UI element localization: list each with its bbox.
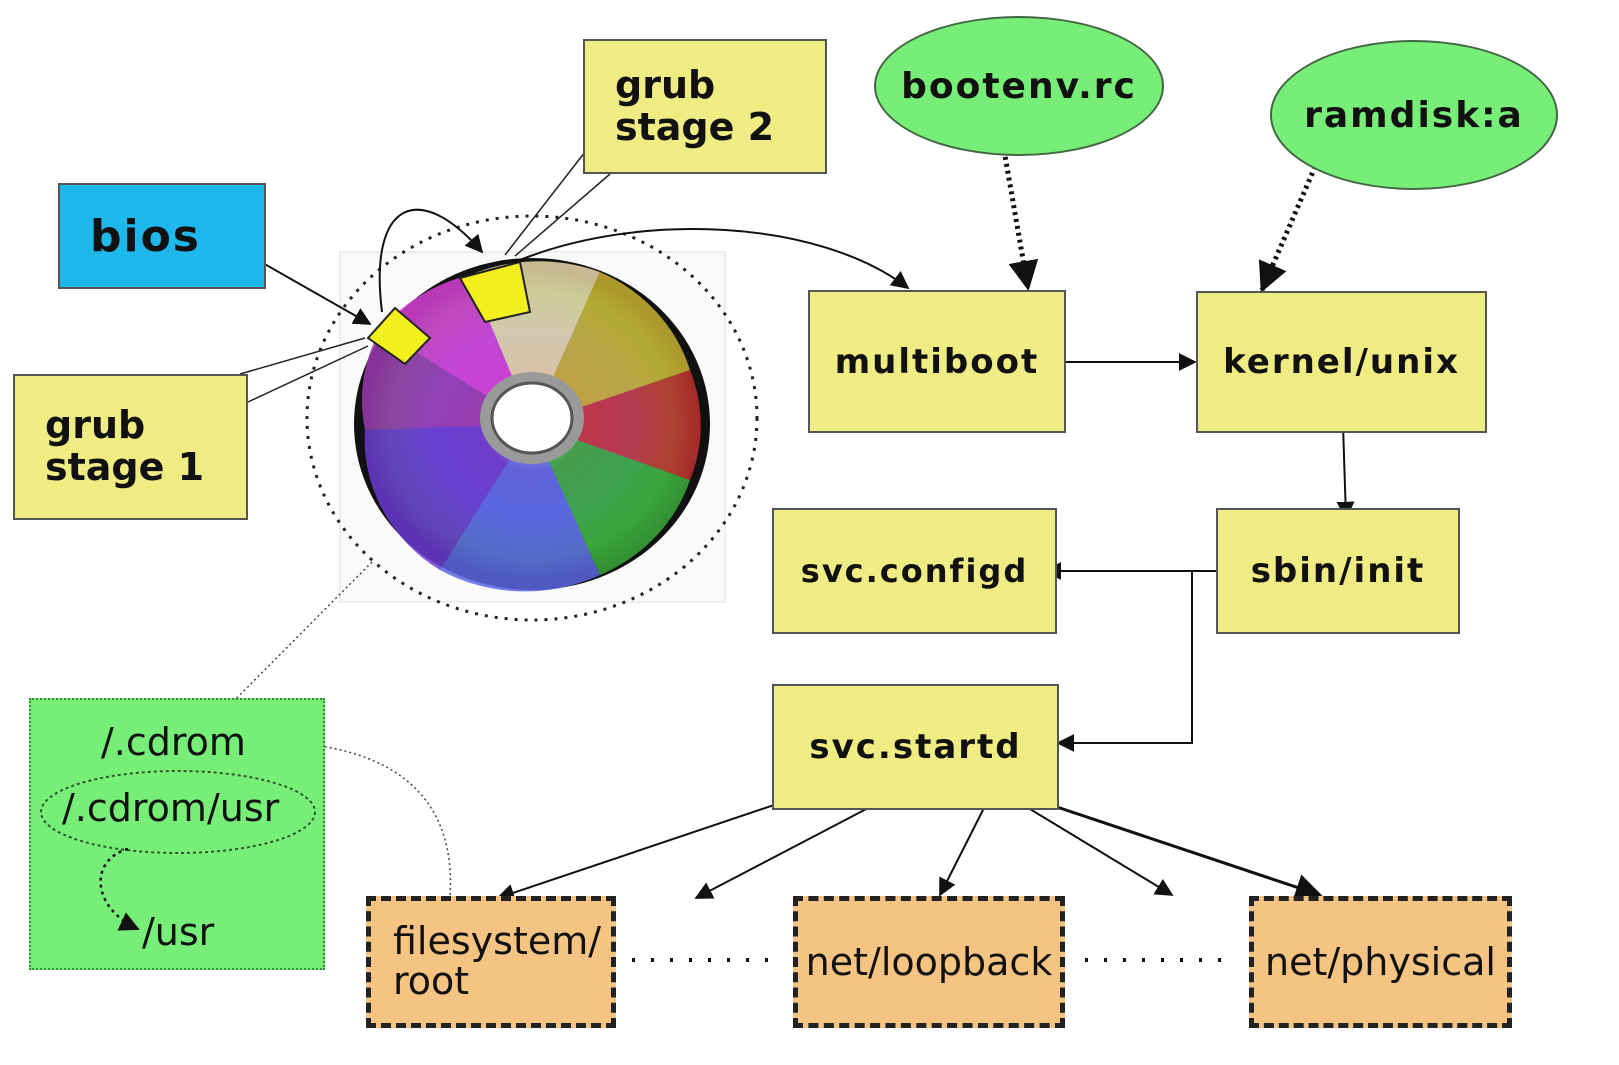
grub-stage2-line2: stage 2 — [615, 104, 775, 149]
net-loopback-label: net/loopback — [805, 940, 1053, 984]
usr-path: /usr — [142, 910, 215, 954]
svc-startd-box: svc.startd — [772, 684, 1059, 810]
net-physical-label: net/physical — [1265, 940, 1496, 984]
kernel-label: kernel/unix — [1223, 342, 1460, 382]
grub-stage2-box: grub stage 2 — [583, 39, 827, 174]
cdrom-path: /.cdrom — [101, 720, 246, 764]
service-net-loopback: net/loopback — [793, 896, 1065, 1028]
ramdisk-label: ramdisk:a — [1304, 94, 1524, 136]
mount-panel — [29, 698, 325, 970]
grub-stage2-line1: grub — [615, 62, 716, 107]
multiboot-box: multiboot — [808, 290, 1066, 433]
grub-stage1-line2: stage 1 — [45, 445, 205, 489]
usr-arc — [99, 847, 140, 931]
stage2-sector — [458, 260, 532, 324]
bios-label: bios — [90, 210, 201, 262]
bootenv-ellipse: bootenv.rc — [874, 16, 1164, 156]
sbin-init-label: sbin/init — [1250, 551, 1426, 591]
disc-boundary — [305, 214, 759, 622]
service-net-physical: net/physical — [1249, 896, 1512, 1028]
svc-configd-box: svc.configd — [772, 508, 1057, 634]
svc-configd-label: svc.configd — [800, 552, 1029, 590]
grub-stage1-line1: grub — [45, 403, 146, 448]
bios-box: bios — [58, 183, 266, 289]
filesystem-root-line1: filesystem/ — [393, 919, 602, 964]
filesystem-root-line2: root — [393, 959, 470, 1003]
cdrom-usr-path: /.cdrom/usr — [62, 786, 280, 830]
cdrom-usr-ellipse — [40, 770, 316, 854]
bootenv-label: bootenv.rc — [901, 65, 1137, 107]
cd-disc-icon — [339, 251, 726, 603]
svc-startd-label: svc.startd — [809, 727, 1022, 767]
kernel-box: kernel/unix — [1196, 291, 1487, 433]
stage1-sector — [366, 306, 432, 366]
service-filesystem-root: filesystem/ root — [366, 896, 616, 1028]
ramdisk-ellipse: ramdisk:a — [1270, 40, 1558, 190]
multiboot-label: multiboot — [834, 341, 1040, 382]
grub-stage1-box: grub stage 1 — [13, 374, 248, 520]
sbin-init-box: sbin/init — [1216, 508, 1460, 634]
